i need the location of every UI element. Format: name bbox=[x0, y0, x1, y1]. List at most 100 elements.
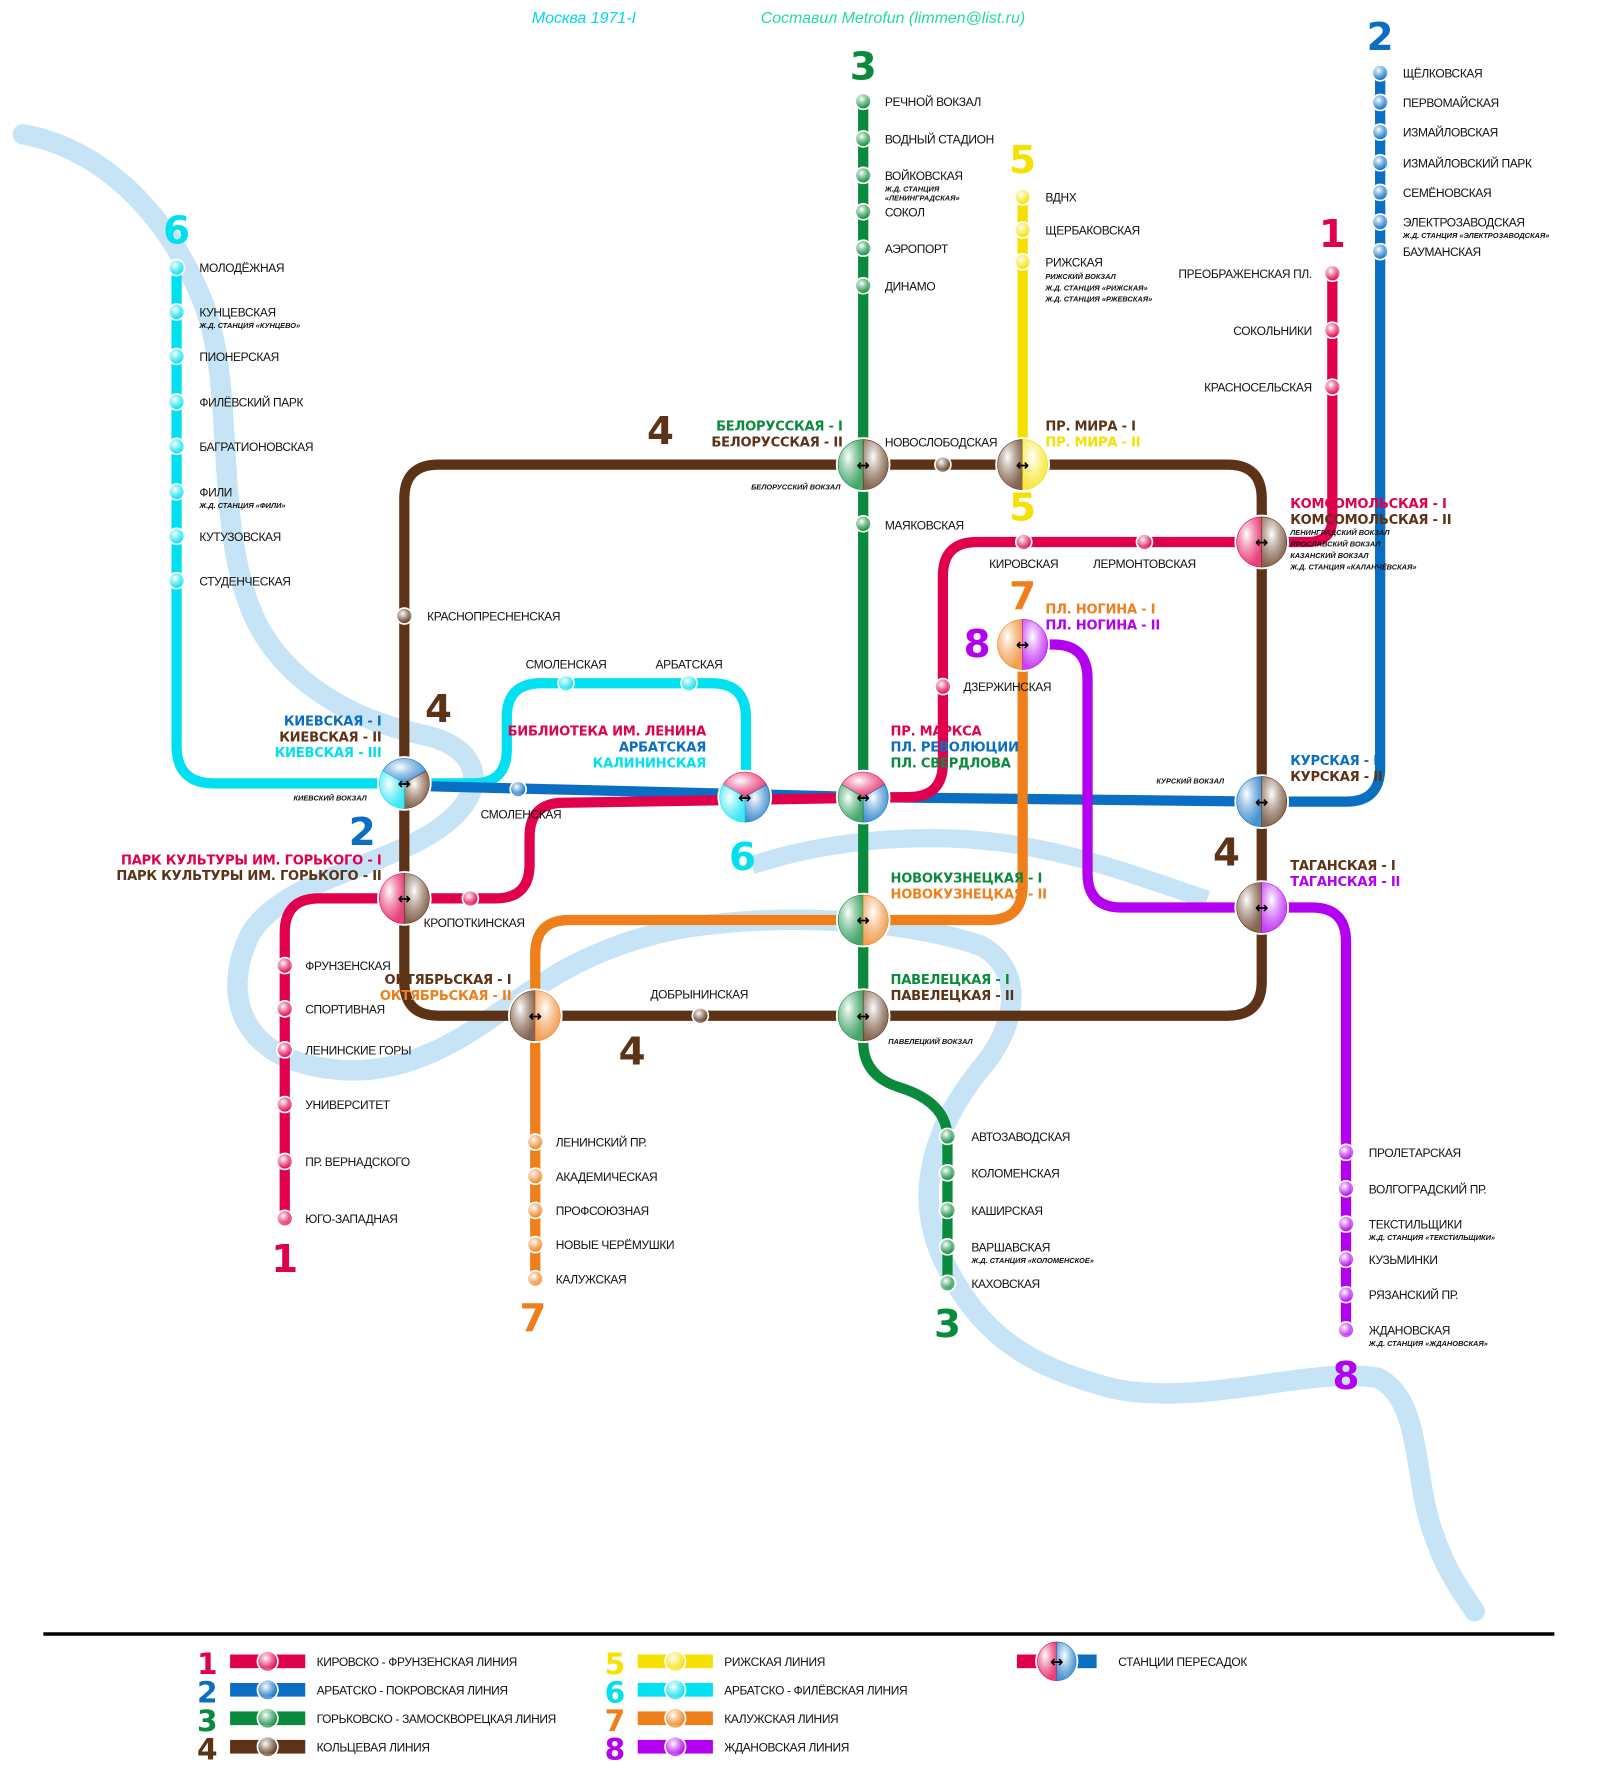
station-dot[interactable] bbox=[938, 1238, 957, 1256]
station-dot[interactable] bbox=[680, 674, 698, 693]
station-dot[interactable] bbox=[854, 276, 873, 295]
station-dot[interactable] bbox=[275, 1095, 294, 1114]
station-label[interactable]: АЭРОПОРТ bbox=[885, 242, 950, 256]
station-label[interactable]: СОКОЛ bbox=[885, 205, 925, 219]
station-label[interactable]: КОЛОМЕНСКАЯ bbox=[971, 1166, 1059, 1180]
station-label[interactable]: ДЗЕРЖИНСКАЯ bbox=[963, 680, 1051, 694]
station-dot[interactable] bbox=[1323, 264, 1342, 283]
station-dot[interactable] bbox=[275, 956, 294, 975]
station-dot[interactable] bbox=[854, 130, 873, 148]
station-dot[interactable] bbox=[461, 889, 480, 908]
station-label[interactable]: ВОДНЫЙ СТАДИОН bbox=[885, 131, 994, 146]
station-label[interactable]: ЭЛЕКТРОЗАВОДСКАЯ bbox=[1403, 216, 1525, 230]
station-label[interactable]: ЛЕРМОНТОВСКАЯ bbox=[1093, 557, 1196, 571]
station-label[interactable]: АВТОЗАВОДСКАЯ bbox=[971, 1130, 1070, 1144]
station-label[interactable]: КАЛУЖСКАЯ bbox=[556, 1272, 627, 1286]
transfer-label[interactable]: ТАГАНСКАЯ - I bbox=[1290, 859, 1396, 874]
station-dot[interactable] bbox=[526, 1167, 545, 1186]
station-dot[interactable] bbox=[1337, 1321, 1355, 1339]
transfer-label[interactable]: АРБАТСКАЯ bbox=[619, 741, 706, 756]
station-label[interactable]: МОЛОДЁЖНАЯ bbox=[199, 261, 284, 275]
transfer-label[interactable]: ПЛ. НОГИНА - I bbox=[1045, 603, 1155, 618]
transfer-node-paveletskaya[interactable]: ↔ bbox=[835, 988, 891, 1044]
station-label[interactable]: КУТУЗОВСКАЯ bbox=[199, 530, 281, 544]
transfer-label[interactable]: КИЕВСКАЯ - III bbox=[275, 746, 382, 761]
station-label[interactable]: НОВЫЕ ЧЕРЁМУШКИ bbox=[556, 1238, 675, 1252]
transfer-label[interactable]: ПЛ. СВЕРДЛОВА bbox=[891, 756, 1013, 771]
station-label[interactable]: ЛЕНИНСКИЙ ПР. bbox=[556, 1135, 647, 1150]
station-label[interactable]: РЯЗАНСКИЙ ПР. bbox=[1369, 1287, 1459, 1302]
transfer-node-biblioteka[interactable]: ↔ bbox=[717, 769, 773, 825]
station-label[interactable]: КАШИРСКАЯ bbox=[971, 1204, 1043, 1218]
station-dot[interactable] bbox=[275, 1000, 294, 1018]
station-label[interactable]: КУЗЬМИНКИ bbox=[1369, 1253, 1438, 1267]
transfer-node-belorusskaya[interactable]: ↔ bbox=[835, 437, 891, 492]
station-dot[interactable] bbox=[275, 1209, 294, 1228]
station-label[interactable]: РИЖСКАЯ bbox=[1045, 255, 1103, 269]
transfer-label[interactable]: КИЕВСКАЯ - I bbox=[284, 714, 382, 729]
station-dot[interactable] bbox=[167, 527, 186, 546]
station-dot[interactable] bbox=[1323, 321, 1342, 340]
station-dot[interactable] bbox=[167, 571, 186, 590]
station-dot[interactable] bbox=[1337, 1250, 1355, 1269]
transfer-node-taganskaya[interactable]: ↔ bbox=[1234, 880, 1290, 935]
station-dot[interactable] bbox=[1371, 183, 1389, 202]
station-dot[interactable] bbox=[1371, 242, 1389, 261]
transfer-label[interactable]: КУРСКАЯ - II bbox=[1290, 770, 1383, 785]
station-dot[interactable] bbox=[1013, 253, 1032, 271]
station-dot[interactable] bbox=[854, 92, 873, 111]
station-label[interactable]: КРОПОТКИНСКАЯ bbox=[424, 916, 525, 930]
station-dot[interactable] bbox=[1371, 93, 1389, 112]
station-dot[interactable] bbox=[1371, 123, 1389, 141]
station-label[interactable]: НОВОСЛОБОДСКАЯ bbox=[885, 435, 998, 449]
station-label[interactable]: ПРЕОБРАЖЕНСКАЯ ПЛ. bbox=[1178, 267, 1312, 281]
station-dot[interactable] bbox=[275, 1041, 294, 1059]
station-dot[interactable] bbox=[526, 1269, 545, 1288]
station-dot[interactable] bbox=[1371, 213, 1389, 231]
transfer-node-kurskaya[interactable]: ↔ bbox=[1234, 774, 1290, 829]
station-label[interactable]: ФРУНЗЕНСКАЯ bbox=[305, 959, 391, 973]
station-dot[interactable] bbox=[557, 674, 575, 693]
transfer-label[interactable]: КАЛИНИНСКАЯ bbox=[593, 756, 707, 771]
transfer-node-nogina[interactable]: ↔ bbox=[995, 617, 1050, 672]
transfer-label[interactable]: БЕЛОРУССКАЯ - I bbox=[716, 419, 843, 434]
station-dot[interactable] bbox=[1337, 1285, 1355, 1304]
transfer-label[interactable]: ПАВЕЛЕЦКАЯ - II bbox=[891, 989, 1015, 1004]
station-dot[interactable] bbox=[854, 239, 873, 258]
station-label[interactable]: ТЕКСТИЛЬЩИКИ bbox=[1369, 1218, 1462, 1232]
station-dot[interactable] bbox=[1013, 188, 1032, 206]
station-label[interactable]: АРБАТСКАЯ bbox=[656, 657, 723, 671]
transfer-label[interactable]: ПР. МАРКСА bbox=[891, 725, 983, 740]
transfer-label[interactable]: НОВОКУЗНЕЦКАЯ - I bbox=[891, 871, 1043, 886]
station-label[interactable]: ИЗМАЙЛОВСКИЙ ПАРК bbox=[1403, 155, 1532, 170]
station-label[interactable]: ПР. ВЕРНАДСКОГО bbox=[305, 1155, 410, 1169]
transfer-label[interactable]: КОМСОМОЛЬСКАЯ - II bbox=[1290, 513, 1451, 528]
transfer-label[interactable]: КИЕВСКАЯ - II bbox=[279, 730, 382, 745]
transfer-label[interactable]: ТАГАНСКАЯ - II bbox=[1290, 875, 1400, 890]
station-dot[interactable] bbox=[526, 1201, 545, 1220]
transfer-label[interactable]: ОКТЯБРЬСКАЯ - II bbox=[380, 989, 512, 1004]
transfer-node-novokuznetskaya[interactable]: ↔ bbox=[835, 892, 891, 948]
station-dot[interactable] bbox=[526, 1133, 545, 1151]
station-label[interactable]: ПИОНЕРСКАЯ bbox=[199, 350, 279, 364]
transfer-node-pr-mira[interactable]: ↔ bbox=[995, 437, 1050, 492]
station-dot[interactable] bbox=[1014, 533, 1033, 551]
transfer-label[interactable]: НОВОКУЗНЕЦКАЯ - II bbox=[891, 887, 1048, 902]
transfer-label[interactable]: ПЛ. НОГИНА - II bbox=[1045, 619, 1160, 634]
station-label[interactable]: КУНЦЕВСКАЯ bbox=[199, 306, 276, 320]
station-label[interactable]: СЕМЁНОВСКАЯ bbox=[1403, 186, 1492, 200]
station-label[interactable]: ИЗМАЙЛОВСКАЯ bbox=[1403, 125, 1498, 140]
station-dot[interactable] bbox=[1323, 378, 1342, 396]
station-label[interactable]: АКАДЕМИЧЕСКАЯ bbox=[556, 1170, 658, 1184]
station-dot[interactable] bbox=[275, 1152, 294, 1171]
station-label[interactable]: ДИНАМО bbox=[885, 279, 936, 293]
transfer-label[interactable]: ПАВЕЛЕЦКАЯ - I bbox=[891, 973, 1010, 988]
station-dot[interactable] bbox=[854, 202, 873, 221]
station-dot[interactable] bbox=[1337, 1143, 1355, 1162]
station-label[interactable]: БАУМАНСКАЯ bbox=[1403, 245, 1481, 259]
station-label[interactable]: КРАСНОПРЕСНЕНСКАЯ bbox=[427, 610, 560, 624]
transfer-node-kievskaya[interactable]: ↔ bbox=[376, 756, 432, 811]
station-dot[interactable] bbox=[934, 455, 952, 474]
station-label[interactable]: РЕЧНОЙ ВОКЗАЛ bbox=[885, 94, 982, 109]
station-label[interactable]: ЩЕРБАКОВСКАЯ bbox=[1045, 224, 1140, 238]
